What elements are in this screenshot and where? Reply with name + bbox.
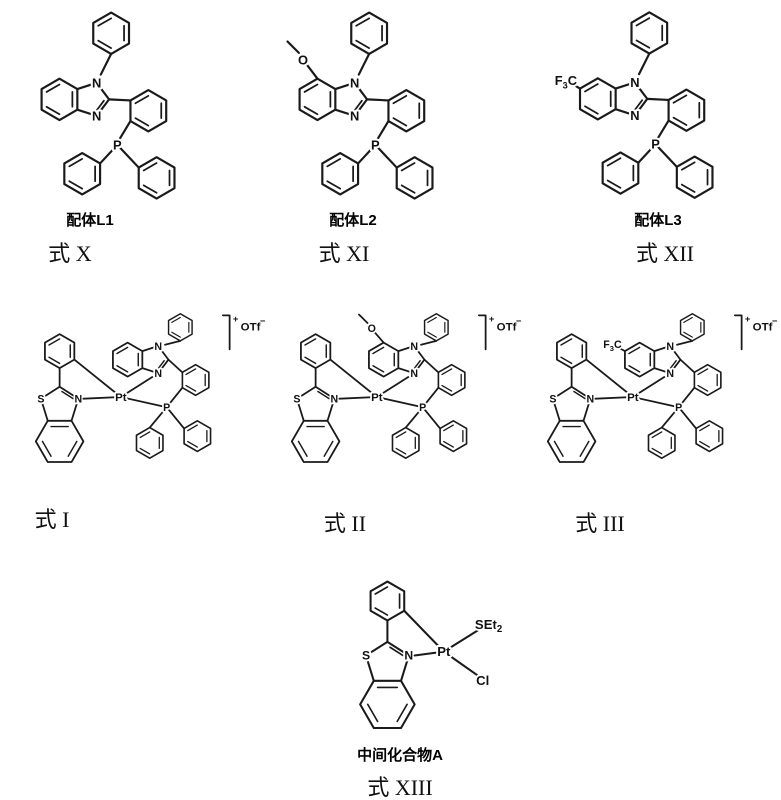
formula-x-label: 式 X [48,241,92,266]
set-sub: 2 [497,624,503,635]
complex-i-structure [0,312,268,482]
formula-xi-label: 式 XI [318,241,370,266]
ligand2-name-label: 配体L2 [329,212,377,229]
complex-ii-structure: O [256,312,524,482]
bond [613,344,626,352]
cf3-c: C [614,339,622,351]
cf3-f: F [555,73,563,88]
diethylsulfide-label: SEt2 [475,617,503,635]
formula-i-label: 式 I [34,507,70,532]
cf3-label: F3C [603,339,622,353]
formula-iii-label: 式 III [575,511,625,536]
ligand-core [580,12,712,197]
trifluoromethyl-group: F3C [602,337,626,355]
cyclometalated-phenyl-ring [369,580,406,622]
complex-core [292,314,522,462]
formula-xiii-label: 式 XIII [367,775,433,800]
ligand1-name-label: 配体L1 [66,212,114,229]
intermediate-a-structure: Pt SEt2 Cl [358,580,505,730]
ligand-l1-structure [14,0,200,207]
methoxy-group: O [286,40,319,80]
cf3-c: C [568,73,577,88]
ligand-l3-structure: F3C [553,0,738,206]
complex-core [36,314,266,462]
connecting-bonds [386,609,484,676]
benzothiazole-ring [358,639,417,730]
complex-core [548,314,778,462]
cf3-sub: 3 [563,81,568,91]
set-base: SEt [475,617,498,632]
platinum-label: Pt [437,644,451,659]
ligand-l2-structure: O [286,0,458,207]
ligand-core [42,13,175,199]
complex-iii-structure: F3C [512,312,780,482]
bond [566,80,582,90]
ligand-core [300,13,433,199]
oxygen-label: O [368,323,376,335]
formula-xii-label: 式 XII [635,241,695,266]
methoxy-group: O [358,313,385,344]
oxygen-label: O [298,53,308,68]
cf3-label: F3C [555,73,577,91]
formula-ii-label: 式 II [323,511,367,536]
ligand3-name-label: 配体L3 [634,212,682,229]
trifluoromethyl-group: F3C [553,71,582,93]
cf3-sub: 3 [610,344,614,353]
chlorine-label: Cl [476,673,489,688]
cf3-f: F [603,339,610,351]
intermediate-name-label: 中间化合物A [357,747,443,764]
bond [286,40,319,80]
bond [358,313,385,344]
